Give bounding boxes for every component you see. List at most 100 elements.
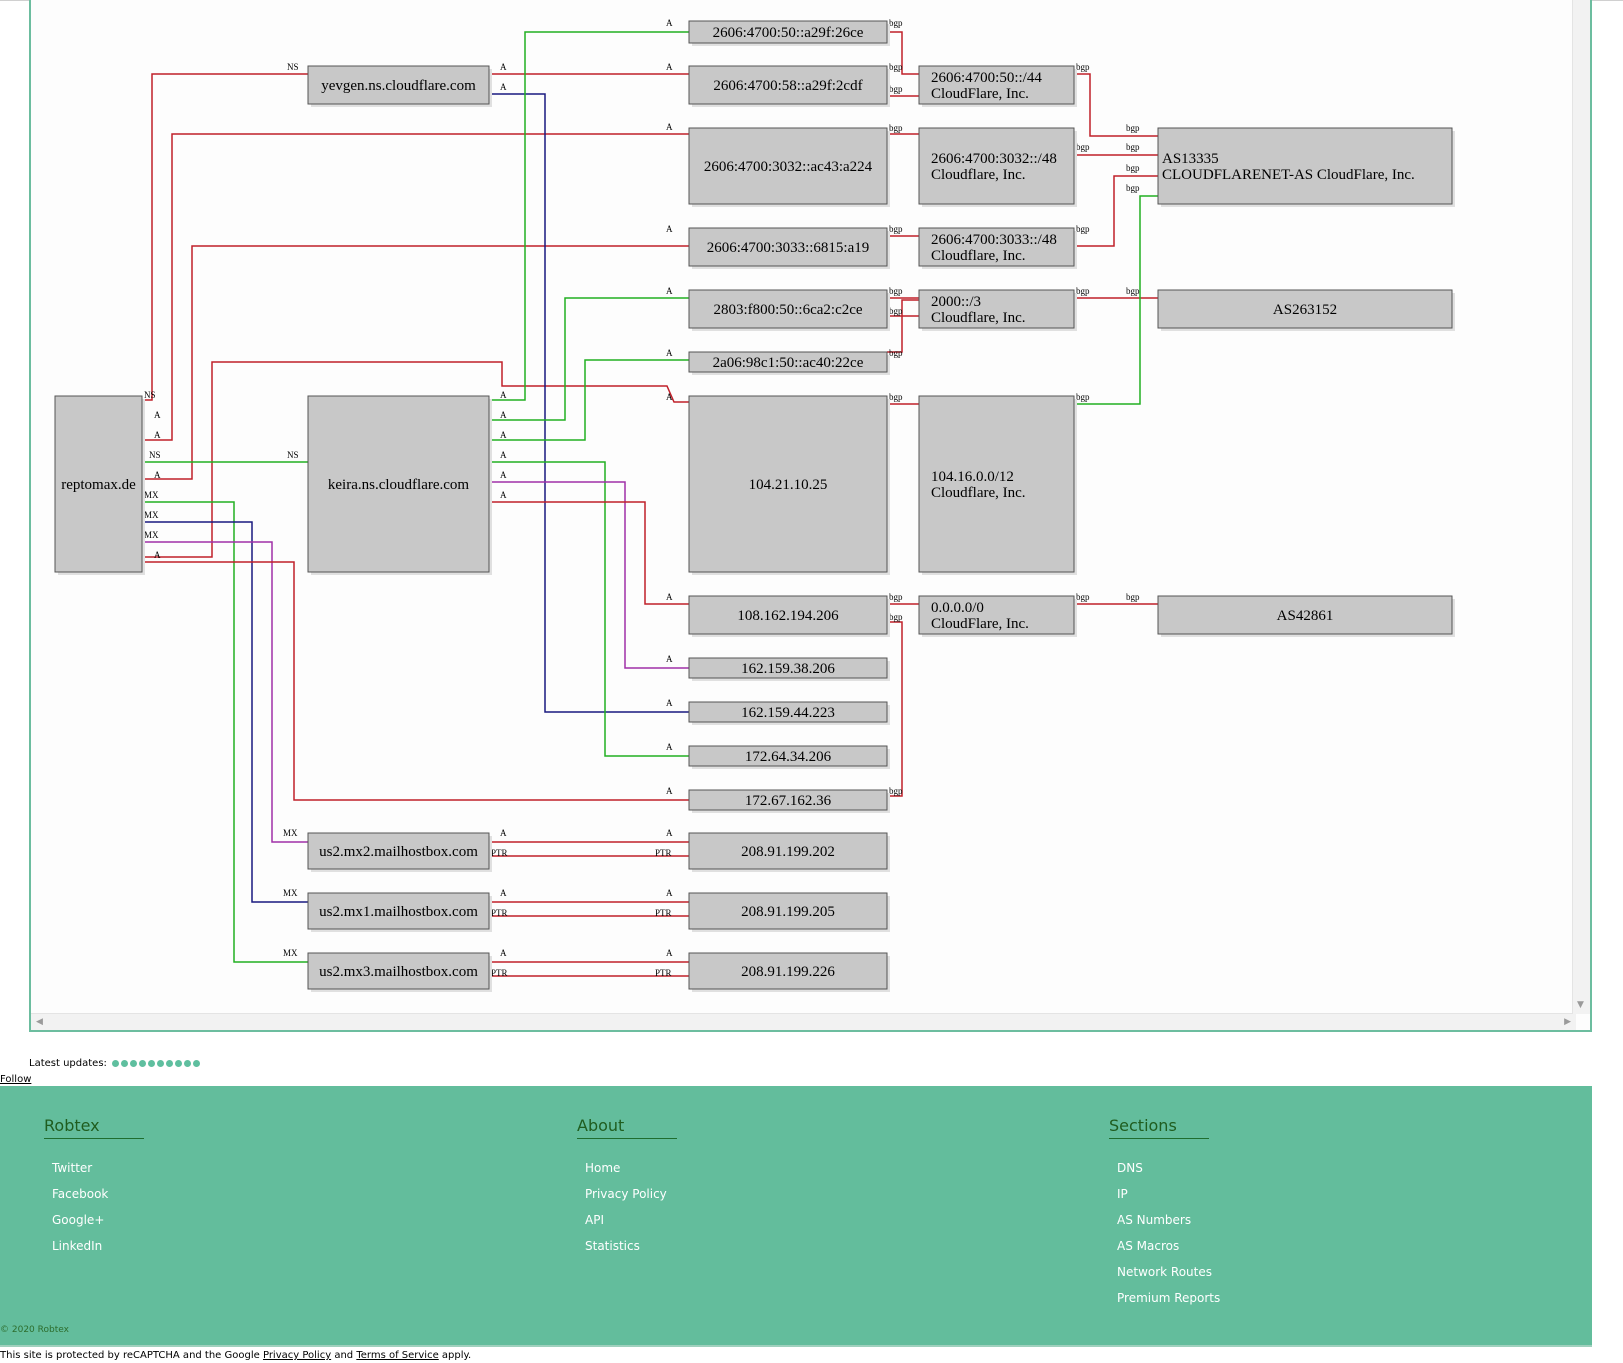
graph-edge — [1074, 73, 1158, 137]
edge-label: bgp — [1126, 123, 1140, 133]
follow-link[interactable]: Follow — [0, 1074, 32, 1085]
footer-link-premium-reports[interactable]: Premium Reports — [1117, 1291, 1221, 1305]
footer-link-twitter[interactable]: Twitter — [52, 1161, 93, 1175]
update-dot-icon[interactable] — [148, 1059, 156, 1067]
footer-link-privacy[interactable]: Privacy Policy — [585, 1187, 667, 1201]
update-dot-icon[interactable] — [175, 1059, 183, 1067]
graph-node-mx3[interactable]: us2.mx3.mailhostbox.com — [307, 952, 492, 992]
edge-label: A — [500, 948, 507, 958]
graph-edge — [142, 521, 308, 903]
edge-label: bgp — [1076, 142, 1090, 152]
footer-about-title: About — [577, 1116, 677, 1139]
footer-link-as-numbers[interactable]: AS Numbers — [1117, 1213, 1192, 1227]
footer-link-api[interactable]: API — [585, 1213, 604, 1227]
graph-node-ip6-e[interactable]: 2803:f800:50::6ca2:c2ce — [688, 289, 890, 331]
graph-node-ip4-b[interactable]: 108.162.194.206 — [688, 595, 890, 637]
graph-node-mx2[interactable]: us2.mx2.mailhostbox.com — [307, 832, 492, 872]
edge-label: bgp — [889, 348, 903, 358]
footer-link-googleplus[interactable]: Google+ — [52, 1213, 105, 1227]
footer-link-linkedin[interactable]: LinkedIn — [52, 1239, 103, 1253]
graph-node-ip4-g[interactable]: 208.91.199.202 — [688, 832, 890, 872]
recaptcha-privacy-link[interactable]: Privacy Policy — [262, 1350, 332, 1361]
update-dot-icon[interactable] — [139, 1059, 147, 1067]
footer-link-statistics[interactable]: Statistics — [585, 1239, 640, 1253]
graph-node-label: 108.162.194.206 — [737, 608, 839, 624]
footer-link-ip[interactable]: IP — [1117, 1187, 1128, 1201]
dns-graph[interactable]: NSAANSAMXMXMXANSNSMXMXMXAAAAAAAAAPTRAPTR… — [29, 0, 1592, 1030]
scroll-right-icon[interactable]: ▶ — [1564, 1017, 1571, 1027]
graph-node-ip4-d[interactable]: 162.159.44.223 — [688, 701, 890, 725]
edge-label: PTR — [491, 968, 508, 978]
graph-node-label: CLOUDFLARENET-AS CloudFlare, Inc. — [1162, 167, 1415, 183]
graph-node-ip4-f[interactable]: 172.67.162.36 — [688, 789, 890, 813]
edge-label: A — [666, 592, 673, 602]
graph-node-ip6-a[interactable]: 2606:4700:50::a29f:26ce — [688, 20, 890, 46]
scroll-down-icon[interactable]: ▼ — [1577, 1000, 1584, 1010]
graph-node-yevgen[interactable]: yevgen.ns.cloudflare.com — [307, 65, 492, 107]
graph-node-label: Cloudflare, Inc. — [931, 310, 1026, 326]
edge-label: PTR — [491, 848, 508, 858]
graph-edge — [489, 481, 689, 669]
graph-node-ip4-a[interactable]: 104.21.10.25 — [688, 395, 890, 575]
graph-node-ip4-i[interactable]: 208.91.199.226 — [688, 952, 890, 992]
update-dot-icon[interactable] — [193, 1059, 201, 1067]
footer-link-network-routes[interactable]: Network Routes — [1117, 1265, 1213, 1279]
edge-label: A — [666, 742, 673, 752]
update-dot-icon[interactable] — [184, 1059, 192, 1067]
graph-node-label: Cloudflare, Inc. — [931, 167, 1026, 183]
graph-node-label: Cloudflare, Inc. — [931, 248, 1026, 264]
graph-node-ip6-d[interactable]: 2606:4700:3033::6815:a19 — [688, 227, 890, 269]
footer-link-facebook[interactable]: Facebook — [52, 1187, 109, 1201]
update-dot-icon[interactable] — [130, 1059, 138, 1067]
edge-label: A — [154, 470, 161, 480]
edge-label: A — [500, 82, 507, 92]
graph-node-mx1[interactable]: us2.mx1.mailhostbox.com — [307, 892, 492, 932]
update-dot-icon[interactable] — [112, 1059, 120, 1067]
edge-label: A — [500, 450, 507, 460]
edge-label: A — [500, 490, 507, 500]
footer-link-dns[interactable]: DNS — [1117, 1161, 1143, 1175]
graph-node-as-b[interactable]: AS263152 — [1157, 289, 1455, 331]
edge-label: NS — [287, 62, 299, 72]
graph-node-reptomax[interactable]: reptomax.de — [54, 395, 145, 575]
graph-node-ip4-e[interactable]: 172.64.34.206 — [688, 745, 890, 769]
footer-sections-title: Sections — [1109, 1116, 1209, 1139]
horizontal-scrollbar[interactable]: ◀ ▶ — [31, 1013, 1576, 1030]
graph-edge — [887, 31, 919, 75]
graph-node-ip4-h[interactable]: 208.91.199.205 — [688, 892, 890, 932]
recaptcha-terms-link[interactable]: Terms of Service — [356, 1350, 439, 1361]
recaptcha-and: and — [334, 1350, 354, 1361]
scroll-left-icon[interactable]: ◀ — [36, 1017, 43, 1027]
footer-sections-column: Sections DNS IP AS Numbers AS Macros Net… — [1109, 1116, 1220, 1317]
graph-node-ip6-f[interactable]: 2a06:98c1:50::ac40:22ce — [688, 351, 890, 375]
footer-link-as-macros[interactable]: AS Macros — [1117, 1239, 1180, 1253]
edge-label: NS — [149, 450, 161, 460]
update-dot-icon[interactable] — [157, 1059, 165, 1067]
graph-node-ip4-c[interactable]: 162.159.38.206 — [688, 657, 890, 681]
graph-node-ip6-b[interactable]: 2606:4700:58::a29f:2cdf — [688, 65, 890, 107]
edge-label: A — [500, 430, 507, 440]
footer-link-home[interactable]: Home — [585, 1161, 621, 1175]
edge-label: NS — [287, 450, 299, 460]
graph-node-ip6-c[interactable]: 2606:4700:3032::ac43:a224 — [688, 127, 890, 207]
graph-node-keira[interactable]: keira.ns.cloudflare.com — [307, 395, 492, 575]
edge-label: A — [666, 348, 673, 358]
edge-label: A — [500, 390, 507, 400]
graph-node-label: 172.67.162.36 — [745, 793, 832, 809]
update-dot-icon[interactable] — [121, 1059, 129, 1067]
vertical-scrollbar[interactable]: ▼ — [1572, 0, 1590, 1014]
graph-edge — [142, 361, 689, 558]
update-dot-icon[interactable] — [166, 1059, 174, 1067]
footer-divider — [0, 1345, 1592, 1347]
graph-node-as-c[interactable]: AS42861 — [1157, 595, 1455, 637]
graph-node-label: 2a06:98c1:50::ac40:22ce — [713, 355, 864, 371]
edge-label: MX — [144, 530, 159, 540]
